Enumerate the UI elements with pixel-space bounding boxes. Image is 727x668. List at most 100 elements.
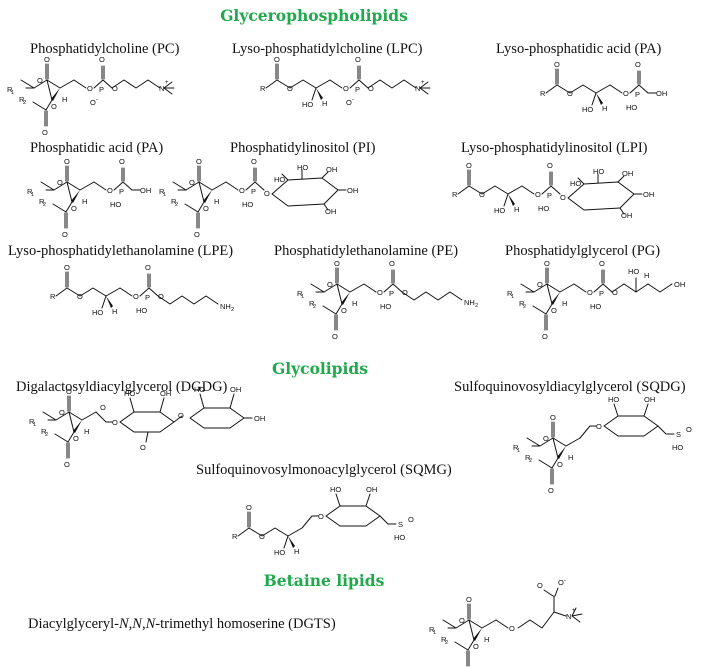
atom-label-o: O bbox=[623, 89, 629, 98]
atom-label-o: O bbox=[686, 425, 692, 434]
atom-label-ho: HO bbox=[628, 267, 639, 276]
atom-label-ho: HO bbox=[608, 395, 619, 404]
structure-pe: O P O HO O NH 2 bbox=[297, 259, 478, 341]
atom-label-p: P bbox=[355, 85, 360, 94]
compound-name-lpe: Lyso-phosphatidylethanolamine (LPE) bbox=[8, 243, 233, 259]
atom-label-minus: - bbox=[352, 97, 354, 103]
atom-label-n: N bbox=[566, 612, 571, 621]
atom-label-oh: OH bbox=[621, 211, 632, 220]
compound-name-pa: Phosphatidic acid (PA) bbox=[30, 140, 163, 156]
atom-label-o: O bbox=[596, 422, 602, 431]
atom-label-minus: - bbox=[564, 578, 566, 584]
structure-lpe: R O O HO H O P O HO O NH 2 bbox=[50, 263, 234, 317]
atom-label-o: O bbox=[599, 259, 605, 268]
atom-label-o: O bbox=[251, 157, 257, 166]
atom-label-o: O bbox=[246, 503, 252, 512]
atom-label-o-minus: O bbox=[346, 98, 352, 107]
atom-label-ho: HO bbox=[330, 485, 341, 494]
atom-label-ho: HO bbox=[582, 105, 593, 114]
compound-name-pi: Phosphatidylinositol (PI) bbox=[230, 140, 376, 156]
atom-label-o: O bbox=[368, 84, 374, 93]
atom-label-oh: OH bbox=[230, 385, 241, 394]
atom-label-ho: HO bbox=[494, 206, 505, 215]
atom-label-h: H bbox=[602, 104, 607, 113]
atom-label-ho: HO bbox=[570, 179, 581, 188]
structure-lpa: R O O HO H O P O HO OH bbox=[540, 60, 667, 114]
atom-label-o: O bbox=[466, 161, 472, 170]
atom-label-oh: OH bbox=[674, 280, 685, 289]
atom-label-oh: OH bbox=[254, 414, 265, 423]
atom-label-p: P bbox=[99, 85, 104, 94]
atom-label-o: O bbox=[287, 84, 293, 93]
atom-label-o: O bbox=[133, 292, 139, 301]
atom-label-oh: OH bbox=[366, 485, 377, 494]
dgts-name-italic: N,N,N bbox=[118, 616, 157, 632]
atom-label-ho: HO bbox=[672, 443, 683, 452]
atom-label-o: O bbox=[547, 161, 553, 170]
atom-label-o: O bbox=[343, 84, 349, 93]
atom-label-h: H bbox=[294, 547, 299, 556]
atom-label-s: S bbox=[676, 430, 681, 439]
atom-label-o: O bbox=[140, 443, 146, 452]
atom-label-n: N bbox=[159, 84, 164, 93]
atom-label-h: H bbox=[644, 271, 649, 280]
atom-label-h: H bbox=[322, 99, 327, 108]
atom-label-ho: HO bbox=[593, 167, 604, 176]
atom-label-o: O bbox=[178, 411, 184, 420]
structure-pg: O P O HO O HO H OH bbox=[507, 259, 685, 341]
structure-pi: O P O HO O HO HO OH OH OH bbox=[159, 157, 358, 239]
atom-label-ho: HO bbox=[538, 204, 549, 213]
atom-label-o: O bbox=[408, 515, 414, 524]
atom-label-o: O bbox=[112, 418, 118, 427]
atom-label-oh: OH bbox=[656, 89, 667, 98]
atom-label-nh2: NH bbox=[220, 302, 231, 311]
atom-label-oh: OH bbox=[325, 207, 336, 216]
atom-label-o: O bbox=[554, 60, 560, 69]
compound-name-lpa: Lyso-phosphatidic acid (PA) bbox=[496, 41, 662, 57]
atom-label-ho: HO bbox=[242, 200, 253, 209]
atom-label-o: O bbox=[239, 186, 245, 195]
atom-label-p: P bbox=[251, 187, 256, 196]
atom-label-o: O bbox=[99, 55, 105, 64]
atom-label-r: R bbox=[260, 84, 266, 93]
atom-label-o: O bbox=[402, 288, 408, 297]
compound-name-lpc: Lyso-phosphatidylcholine (LPC) bbox=[232, 41, 423, 57]
atom-label-r: R bbox=[540, 89, 546, 98]
atom-label-o: O bbox=[145, 263, 151, 272]
atom-label-o: O bbox=[635, 60, 641, 69]
atom-label-o: O bbox=[479, 190, 485, 199]
compound-name-pc: Phosphatidylcholine (PC) bbox=[30, 41, 180, 57]
atom-label-o: O bbox=[77, 292, 83, 301]
compound-name-sqmg: Sulfoquinovosylmonoacylglycerol (SQMG) bbox=[196, 462, 452, 478]
section-title-glycerophospholipids: Glycerophospholipids bbox=[220, 6, 408, 25]
atom-label-r: R bbox=[452, 190, 458, 199]
structure-dgts: O O O - N + bbox=[429, 578, 583, 668]
atom-label-oh: OH bbox=[326, 165, 337, 174]
atom-label-ho: HO bbox=[274, 175, 285, 184]
atom-label-o: O bbox=[537, 581, 543, 590]
dgts-name-prefix: Diacylglyceryl- bbox=[28, 616, 119, 632]
atom-label-s: S bbox=[398, 520, 403, 529]
atom-label-ho: HO bbox=[92, 308, 103, 317]
structure-pc: O P O O - O N + bbox=[7, 55, 175, 137]
atom-label-o: O bbox=[509, 624, 515, 633]
atom-label-o: O bbox=[355, 55, 361, 64]
atom-label-oh: OH bbox=[160, 389, 171, 398]
atom-label-o-minus: O bbox=[558, 578, 564, 587]
structure-lpc: R O O HO H O P O O - O N + bbox=[260, 55, 431, 109]
atom-label-ho: HO bbox=[297, 163, 308, 172]
atom-label-p: P bbox=[599, 289, 604, 298]
atom-label-o: O bbox=[112, 84, 118, 93]
compound-name-pe: Phosphatidylethanolamine (PE) bbox=[274, 243, 458, 259]
section-title-betaine-lipids: Betaine lipids bbox=[264, 571, 385, 590]
atom-label-r: R bbox=[50, 292, 56, 301]
atom-label-o: O bbox=[259, 532, 265, 541]
atom-label-oh: OH bbox=[140, 186, 151, 195]
compound-name-dgts: Diacylglyceryl-N,N,N-trimethyl homoserin… bbox=[28, 616, 336, 632]
atom-label-o: O bbox=[318, 512, 324, 521]
atom-label-oh: OH bbox=[347, 186, 358, 195]
atom-label-o: O bbox=[587, 288, 593, 297]
atom-label-o: O bbox=[389, 259, 395, 268]
atom-label-plus: + bbox=[165, 80, 169, 86]
structure-sqdg: O HO OH S O HO bbox=[513, 395, 692, 495]
